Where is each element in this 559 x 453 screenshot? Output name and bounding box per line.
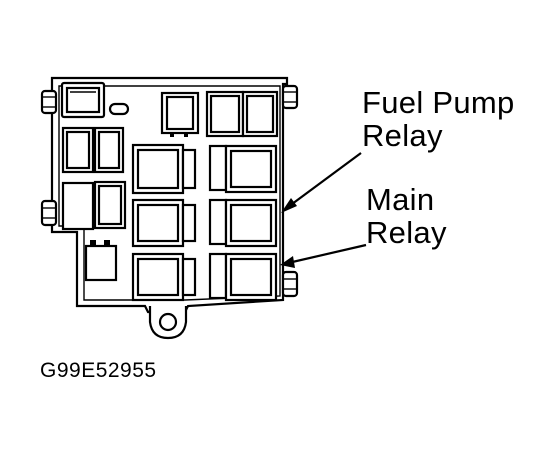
left-clip-bottom — [40, 199, 58, 227]
fuel-pump-relay — [208, 198, 278, 248]
right-clip-bottom — [281, 270, 299, 298]
fuel-pump-relay-label-line2: Relay — [362, 118, 443, 153]
left-relay-c — [61, 181, 95, 231]
left-relay-d — [93, 180, 127, 230]
center-relay-3 — [131, 252, 197, 302]
right-relay-1 — [208, 144, 278, 194]
center-relay-1 — [131, 143, 197, 195]
top-relay-left — [160, 91, 200, 137]
small-slot — [108, 102, 130, 116]
top-relay-mid — [205, 90, 245, 138]
main-relay-label-line1: Main — [366, 182, 435, 217]
left-relay-b — [93, 126, 125, 174]
left-clip-top — [40, 89, 58, 115]
fuel-pump-relay-label-line1: Fuel Pump — [362, 85, 515, 120]
right-clip-top — [281, 84, 299, 110]
left-relay-a — [61, 126, 95, 174]
main-relay-label: Main Relay — [366, 183, 447, 249]
fuel-pump-relay-arrow — [281, 152, 362, 213]
bottom-left-relay — [84, 240, 118, 282]
top-relay-right — [241, 90, 279, 138]
center-relay-2 — [131, 198, 197, 248]
main-relay-arrow — [280, 243, 367, 268]
mounting-hole — [158, 312, 178, 332]
main-relay — [208, 252, 278, 302]
mounting-tab — [148, 306, 188, 340]
figure-code: G99E52955 — [40, 359, 157, 382]
connector-top-left — [60, 81, 106, 119]
main-relay-label-line2: Relay — [366, 215, 447, 250]
fuel-pump-relay-label: Fuel Pump Relay — [362, 86, 515, 152]
